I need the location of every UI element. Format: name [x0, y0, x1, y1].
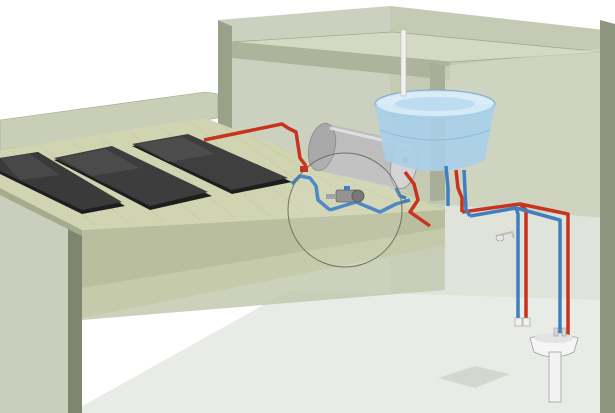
tank-valve — [300, 166, 308, 172]
cold-water-pipes — [290, 165, 562, 340]
roof-parapet — [0, 91, 219, 151]
solar-collector-3 — [132, 134, 292, 194]
roof-deck-edge — [82, 210, 445, 290]
lower-building-end-wall — [68, 225, 82, 413]
roof-deck-left-edge — [0, 188, 82, 236]
reservoir-outlet-pipe — [444, 165, 450, 206]
pump-valve — [344, 186, 350, 190]
lower-building-front-wall — [0, 190, 80, 413]
hot-water-pipes — [203, 122, 570, 340]
solar-collector-2 — [54, 146, 212, 210]
loft-shelf-edge — [232, 42, 450, 80]
hot-supply-riser — [454, 169, 464, 212]
inlet-pipe — [400, 29, 407, 97]
wall-taps — [514, 317, 531, 327]
solar-collectors — [0, 134, 292, 214]
collector-hot-return-pipe — [203, 122, 308, 168]
hot-supply-main — [461, 202, 570, 340]
cold-water-reservoir — [374, 29, 496, 171]
pump-to-tank-pipe — [329, 198, 411, 214]
floor-drain-area — [438, 366, 510, 388]
solar-collector-1 — [0, 152, 125, 214]
slab-front-band — [82, 228, 445, 318]
cold-supply-riser — [462, 169, 472, 217]
cold-supply-main — [469, 206, 562, 340]
cold-basin-branch — [514, 207, 520, 322]
shower-head — [495, 230, 515, 242]
room-right-pillar — [600, 20, 615, 413]
tank-hot-outlet-pipe — [403, 170, 432, 228]
detail-magnifier-circle — [287, 152, 403, 268]
wash-basin — [529, 327, 579, 403]
